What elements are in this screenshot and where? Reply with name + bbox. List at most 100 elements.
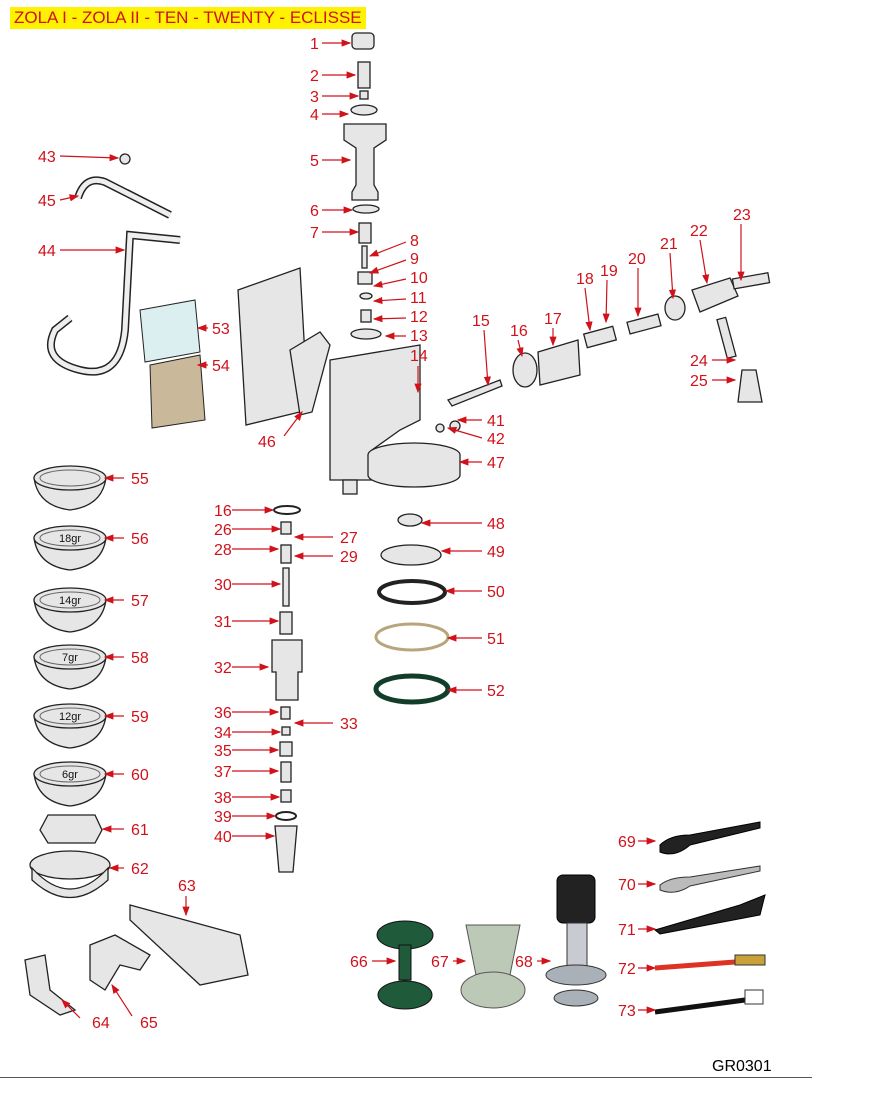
part-valve-body <box>537 339 581 386</box>
callout-number: 6 <box>310 203 319 220</box>
part-oring-39 <box>275 811 297 821</box>
callout-19: 19 <box>600 263 618 324</box>
callout-number: 12 <box>410 309 428 326</box>
part-olive <box>119 153 131 165</box>
callout-56: 56 <box>103 531 149 548</box>
part-portafilter-body <box>31 866 109 899</box>
callout-3: 3 <box>310 89 360 106</box>
part-34 <box>281 726 291 736</box>
callout-arrow <box>59 194 80 202</box>
callout-arrow <box>368 259 407 274</box>
part-tamper-68-handle <box>556 874 596 924</box>
callout-18: 18 <box>576 271 594 332</box>
part-spoon-70 <box>659 865 761 893</box>
footer-divider <box>0 1077 812 1078</box>
part-36 <box>280 706 291 720</box>
part-gasket-61 <box>39 814 103 844</box>
callout-55: 55 <box>103 471 149 488</box>
basket-14gr: 14gr <box>33 587 107 633</box>
basket-capacity-label: 12gr <box>59 711 81 723</box>
callout-number: 66 <box>350 954 368 971</box>
callout-45: 45 <box>38 193 80 210</box>
part-brush-73 <box>654 997 746 1015</box>
callout-57: 57 <box>103 593 149 610</box>
callout-23: 23 <box>733 207 751 282</box>
callout-number: 69 <box>618 834 636 851</box>
part-spring <box>358 222 372 244</box>
callout-number: 63 <box>178 878 196 895</box>
part-tool-71 <box>653 894 766 935</box>
callout-number: 25 <box>690 373 708 390</box>
part-26 <box>280 521 292 535</box>
callout-number: 19 <box>600 263 618 280</box>
callout-number: 48 <box>487 516 505 533</box>
callout-65: 65 <box>111 983 158 1032</box>
callout-number: 56 <box>131 531 149 548</box>
callout-number: 13 <box>410 328 428 345</box>
callout-number: 23 <box>733 207 751 224</box>
callout-number: 7 <box>310 225 319 242</box>
callout-29: 29 <box>293 549 358 566</box>
part-seal <box>359 292 373 300</box>
callout-34: 34 <box>214 725 282 742</box>
part-handle <box>129 904 249 986</box>
callout-35: 35 <box>214 743 280 760</box>
callout-number: 37 <box>214 764 232 781</box>
callout-number: 41 <box>487 413 505 430</box>
callout-25: 25 <box>690 373 737 390</box>
part-brush-72 <box>654 959 736 971</box>
callout-number: 72 <box>618 961 636 978</box>
part-washer-42 <box>435 423 445 433</box>
callout-44: 44 <box>38 243 126 260</box>
callout-number: 15 <box>472 313 490 330</box>
basket-capacity-label: 7gr <box>62 652 78 664</box>
callout-number: 64 <box>92 1015 110 1032</box>
callout-59: 59 <box>103 709 149 726</box>
part-pin-30 <box>282 567 290 607</box>
callout-22: 22 <box>690 223 710 285</box>
callout-number: 47 <box>487 455 505 472</box>
callout-31: 31 <box>214 614 280 631</box>
callout-number: 49 <box>487 544 505 561</box>
callout-number: 30 <box>214 577 232 594</box>
callout-number: 26 <box>214 522 232 539</box>
callout-number: 70 <box>618 877 636 894</box>
callout-number: 9 <box>410 251 419 268</box>
part-shower-screen <box>380 544 442 566</box>
callout-arrow <box>584 287 593 332</box>
callout-40: 40 <box>214 829 276 846</box>
callout-number: 59 <box>131 709 149 726</box>
part-valve-32 <box>271 639 303 701</box>
part-38 <box>280 789 292 803</box>
callout-number: 71 <box>618 922 636 939</box>
callout-arrow <box>699 239 710 285</box>
callout-51: 51 <box>446 631 505 648</box>
callout-72: 72 <box>618 961 657 978</box>
callout-number: 4 <box>310 107 319 124</box>
callout-16: 16 <box>510 323 528 358</box>
callout-17: 17 <box>544 311 562 347</box>
callout-28: 28 <box>214 542 280 559</box>
callout-number: 46 <box>258 434 276 451</box>
callout-15: 15 <box>472 313 491 387</box>
callout-number: 51 <box>487 631 505 648</box>
callout-number: 61 <box>131 822 149 839</box>
part-gasket-52 <box>373 673 451 705</box>
callout-number: 67 <box>431 954 449 971</box>
callout-number: 53 <box>212 321 230 338</box>
callout-number: 27 <box>340 530 358 547</box>
callout-1: 1 <box>310 36 352 53</box>
basket-plain <box>33 465 107 511</box>
callout-number: 28 <box>214 542 232 559</box>
part-knob <box>737 369 763 403</box>
callout-number: 17 <box>544 311 562 328</box>
part-gasket <box>350 328 382 340</box>
callout-54: 54 <box>196 358 230 375</box>
callout-number: 20 <box>628 251 646 268</box>
callout-number: 52 <box>487 683 505 700</box>
callout-number: 24 <box>690 353 708 370</box>
part-outlet <box>342 479 358 495</box>
callout-arrow <box>283 411 303 437</box>
callout-number: 3 <box>310 89 319 106</box>
part-oring <box>352 204 380 214</box>
